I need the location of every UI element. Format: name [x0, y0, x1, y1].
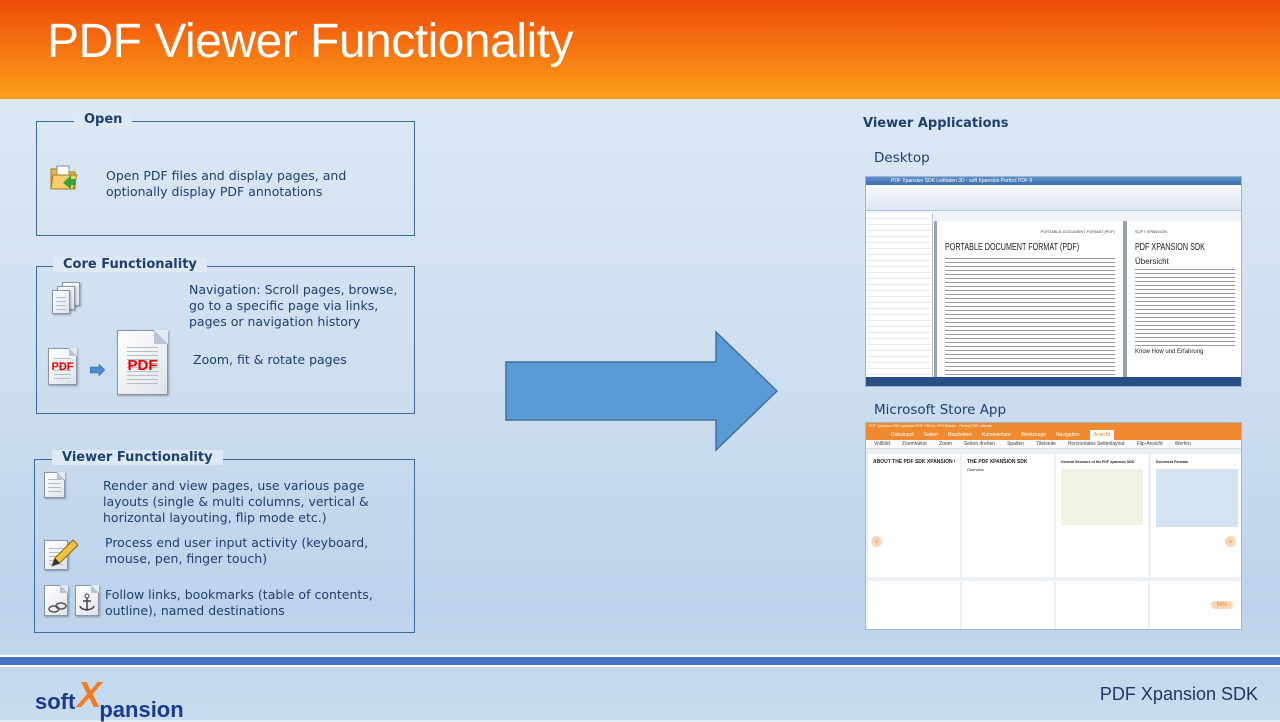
tool[interactable]: Spalten	[1007, 441, 1025, 447]
core-section: Core Functionality	[36, 257, 415, 414]
page2-subtitle: Übersicht	[1135, 257, 1169, 266]
store-page: General Structure of the PDF Xpansion SD…	[1056, 454, 1148, 577]
page2-subtitle2: Know How und Erfahrung	[1135, 349, 1204, 355]
desktop-sidebar	[866, 213, 933, 378]
store-page-title: General Structure of the PDF Xpansion SD…	[1061, 460, 1135, 464]
store-page-subtitle: Overview	[967, 467, 984, 472]
store-tab-active[interactable]: Ansicht	[1089, 430, 1115, 440]
small-pdf-icon: PDF	[48, 348, 77, 385]
store-tabs: Dokument Seiten Bearbeiten Kommentare We…	[866, 430, 1241, 440]
store-page-title: Document Formats	[1156, 460, 1188, 464]
links-description: Follow links, bookmarks (table of conten…	[105, 587, 373, 618]
pdf-text: PDF	[51, 361, 74, 373]
store-app-screenshot: PDF Xpansion SDK: powerful PDF, PDF/A, X…	[865, 422, 1242, 630]
footer-accent-bar	[0, 655, 1280, 667]
product-name: PDF Xpansion SDK	[1099, 684, 1258, 704]
open-section: Open	[36, 112, 415, 236]
desktop-screenshot: PDF Xpansion SDK Leitfaden 3D - soft Xpa…	[865, 176, 1242, 387]
store-tab[interactable]: Kommentare	[982, 432, 1011, 438]
viewer-section: Viewer Functionality	[34, 450, 415, 633]
big-arrow-icon	[505, 330, 779, 452]
page-icon	[44, 472, 65, 498]
store-tab[interactable]: Navigation	[1056, 432, 1080, 438]
core-label: Core Functionality	[53, 257, 207, 272]
softxpansion-logo: softXpansion	[35, 674, 184, 722]
tool[interactable]: Seiten drehen	[963, 441, 996, 447]
link-page-icon	[44, 585, 70, 617]
store-tab[interactable]: Werkzeuge	[1020, 432, 1046, 438]
page1-header: PORTABLE DOCUMENT FORMAT (PDF)	[1040, 229, 1115, 234]
page-title: PDF Viewer Functionality	[47, 15, 573, 68]
desktop-ribbon	[866, 185, 1241, 211]
store-tab[interactable]: Seiten	[923, 432, 938, 438]
input-description: Process end user input activity (keyboar…	[105, 535, 369, 566]
tool[interactable]: Flip-Ansicht	[1136, 441, 1163, 447]
store-app-label: Microsoft Store App	[874, 402, 1007, 418]
desktop-taskbar	[866, 377, 1241, 386]
tool[interactable]: Horizontales Seitenlayout	[1067, 441, 1125, 447]
tool[interactable]: Vollbild	[874, 441, 890, 447]
viewer-label: Viewer Functionality	[52, 450, 223, 465]
previous-page-button[interactable]: ‹	[871, 536, 882, 547]
store-tab[interactable]: Bearbeiten	[947, 432, 973, 438]
store-page-row	[868, 581, 1241, 629]
title-banner: PDF Viewer Functionality	[0, 0, 1280, 99]
navigation-description: Navigation: Scroll pages, browse, go to …	[189, 282, 398, 329]
desktop-window-title: PDF Xpansion SDK Leitfaden 3D - soft Xpa…	[891, 178, 1033, 184]
zoom-level[interactable]: 50%	[1210, 601, 1233, 609]
store-toolbar: Vollbild Zoomfaktor Zoom Seiten drehen S…	[866, 440, 1241, 449]
store-page: Document Formats	[1151, 454, 1241, 577]
pages-stack-icon	[52, 282, 82, 314]
viewer-applications-heading: Viewer Applications	[863, 116, 1009, 131]
page2-title: PDF XPANSION SDK	[1135, 242, 1205, 253]
open-label: Open	[74, 112, 133, 127]
tool[interactable]: Titelseite	[1036, 441, 1056, 447]
store-page-title: THE PDF XPANSION SDK	[967, 459, 1028, 465]
page1-title: PORTABLE DOCUMENT FORMAT (PDF)	[945, 242, 1080, 253]
store-tab[interactable]: Dokument	[891, 432, 914, 438]
open-folder-icon	[49, 163, 79, 191]
desktop-label: Desktop	[874, 150, 930, 166]
tool[interactable]: Zoom	[939, 441, 952, 447]
large-pdf-icon: PDF	[117, 330, 168, 395]
tool[interactable]: Zoomfaktor	[901, 441, 928, 447]
page2-header: SOFT XPANSION	[1135, 229, 1168, 234]
store-page: ABOUT THE PDF SDK XPANSION GUIDE	[868, 454, 960, 577]
anchor-page-icon	[75, 585, 101, 617]
desktop-titlebar: PDF Xpansion SDK Leitfaden 3D - soft Xpa…	[866, 177, 1241, 185]
desktop-document-area: PORTABLE DOCUMENT FORMAT (PDF) PORTABLE …	[934, 221, 1241, 378]
next-page-button[interactable]: ›	[1225, 536, 1236, 547]
tool[interactable]: Werfen	[1174, 441, 1191, 447]
pdf-text: PDF	[127, 357, 158, 374]
store-page-title: ABOUT THE PDF SDK XPANSION GUIDE	[873, 459, 955, 465]
zoom-description: Zoom, fit & rotate pages	[193, 352, 347, 367]
arrow-right-icon	[89, 361, 106, 380]
render-description: Render and view pages, use various page …	[103, 478, 369, 525]
store-titlebar: PDF Xpansion SDK: powerful PDF, PDF/A, X…	[866, 423, 1241, 430]
store-page: THE PDF XPANSION SDK Overview	[962, 454, 1054, 577]
store-window-title: PDF Xpansion SDK: powerful PDF, PDF/A, X…	[869, 424, 993, 428]
pen-edit-icon	[44, 536, 78, 572]
open-description: Open PDF files and display pages, and op…	[106, 168, 347, 199]
